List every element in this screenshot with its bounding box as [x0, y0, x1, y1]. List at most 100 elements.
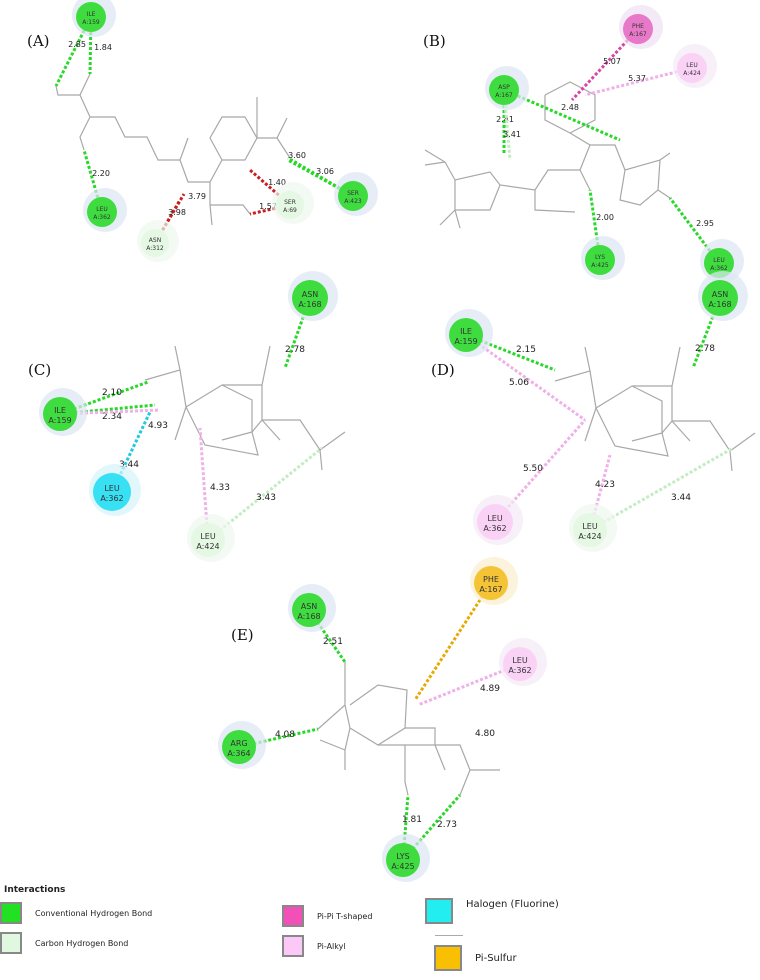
legend-label: Halogen (Fluorine) [466, 898, 559, 910]
ligand-bond [534, 190, 576, 213]
residue-id: A:364 [227, 749, 250, 758]
residue-name: PHE [483, 575, 499, 584]
ligand-bond [434, 744, 446, 771]
ligand-bond [657, 189, 671, 199]
residue-circle [623, 14, 653, 44]
residue-circle [474, 566, 508, 600]
ligand-structure [554, 346, 756, 472]
ligand-bond [589, 370, 663, 442]
interaction-line-conventional [668, 197, 721, 264]
ligand-structure [144, 345, 346, 471]
residue-id: A:362 [483, 524, 506, 533]
interaction-line-conventional [401, 794, 462, 861]
distance-label: 3.41 [503, 130, 521, 139]
panel-d: 2.782.155.065.504.233.44ASNA:168ILEA:159… [431, 271, 756, 552]
ligand-bond [210, 204, 251, 215]
ligand-bond [344, 727, 351, 770]
residue-circle [87, 197, 117, 227]
ligand-bond [378, 744, 409, 796]
distance-label: 3.98 [168, 208, 186, 217]
residue-id: A:69 [283, 207, 297, 214]
residue-id: A:423 [344, 198, 362, 205]
ligand-bond [579, 144, 591, 191]
residue-id: A:362 [710, 265, 728, 272]
residue-name: SER [347, 190, 359, 197]
residue-circle [477, 504, 513, 540]
panel-label: (B) [423, 32, 446, 50]
residue-circle [93, 473, 131, 511]
distance-label: 2.20 [92, 169, 110, 178]
distance-label: 1.57 [259, 202, 277, 211]
distance-label: 2.85 [68, 40, 86, 49]
residue-circle [43, 397, 77, 431]
distance-label: 1.81 [402, 815, 422, 825]
legend-swatch [425, 898, 453, 924]
distance-label: 4.89 [480, 684, 500, 694]
panel-label: (D) [431, 361, 455, 379]
ligand-bond [659, 152, 671, 161]
legend-item-halogen: Halogen (Fluorine) [425, 898, 559, 924]
residue-circle [222, 730, 256, 764]
residue-id: A:167 [479, 585, 502, 594]
ligand-bond [569, 132, 661, 206]
residue-circle [677, 53, 707, 83]
residue-id: A:159 [48, 416, 71, 425]
ligand-bond [185, 406, 259, 456]
residue-circle [702, 280, 738, 316]
ligand-bond [454, 209, 461, 229]
residue-id: A:362 [93, 214, 111, 221]
residue-name: LEU [487, 514, 503, 523]
residue-name: LEU [200, 532, 216, 541]
panel-label: (E) [231, 626, 254, 644]
distance-label: 1.40 [268, 178, 286, 187]
ligand-bond [344, 684, 408, 746]
distance-label: 3.06 [316, 167, 334, 176]
ligand-bond [584, 407, 597, 442]
distance-label: 2.00 [596, 213, 614, 222]
interaction-line-pialkyl [584, 66, 693, 97]
ligand-structure [317, 662, 500, 796]
distance-label: 4.80 [475, 729, 495, 739]
ligand-bond [424, 149, 580, 191]
legend-label: Pi-Sulfur [475, 952, 517, 964]
residue-name: ASN [712, 290, 729, 299]
residue-circle [489, 75, 519, 105]
residue-id: A:167 [629, 31, 647, 38]
ligand-structure [55, 73, 291, 226]
residue-id: A:424 [578, 532, 601, 541]
interaction-line-unfavorable [249, 168, 291, 207]
residue-id: A:159 [454, 337, 477, 346]
distance-label: 2.95 [696, 219, 714, 228]
ligand-bond [79, 94, 91, 151]
legend-title: Interactions [4, 885, 66, 895]
distance-label: 2.41 [496, 115, 514, 124]
distance-label: 2.73 [437, 820, 457, 830]
ligand-bond [632, 346, 681, 387]
distance-label: 3.44 [671, 493, 691, 503]
legend-swatch [0, 932, 22, 954]
residue-name: ILE [460, 327, 472, 336]
distance-label: 4.33 [210, 483, 230, 493]
ligand-bond [179, 369, 253, 441]
legend-label: Pi-Pi T-shaped [317, 911, 373, 921]
residue-circle [386, 843, 420, 877]
distance-label: 2.48 [561, 103, 579, 112]
ligand-bond [222, 345, 271, 386]
legend-swatch [282, 935, 304, 957]
residue-circle [573, 513, 607, 547]
residue-circle [338, 181, 368, 211]
residue-circle [276, 191, 304, 219]
panel-b: 5.075.372.482.413.412.002.95PHEA:167LEUA… [423, 5, 744, 283]
legend-swatch [0, 902, 22, 924]
residue-circle [191, 523, 225, 557]
